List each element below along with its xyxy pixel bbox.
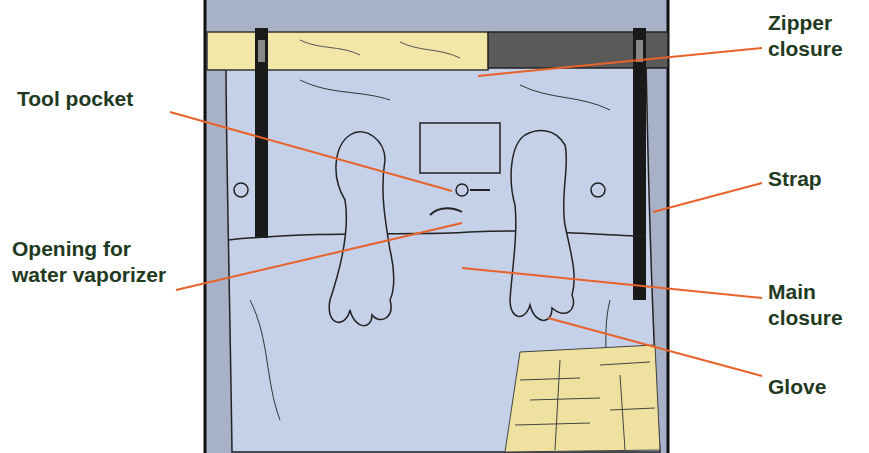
- part-label: Glove: [768, 374, 864, 400]
- part-label: Tool pocket: [17, 86, 187, 112]
- part-label: Zipper closure: [768, 10, 864, 62]
- part-label: Main closure: [768, 279, 864, 331]
- part-label: Strap: [768, 166, 864, 192]
- part-label: Opening for water vaporizer: [12, 236, 172, 288]
